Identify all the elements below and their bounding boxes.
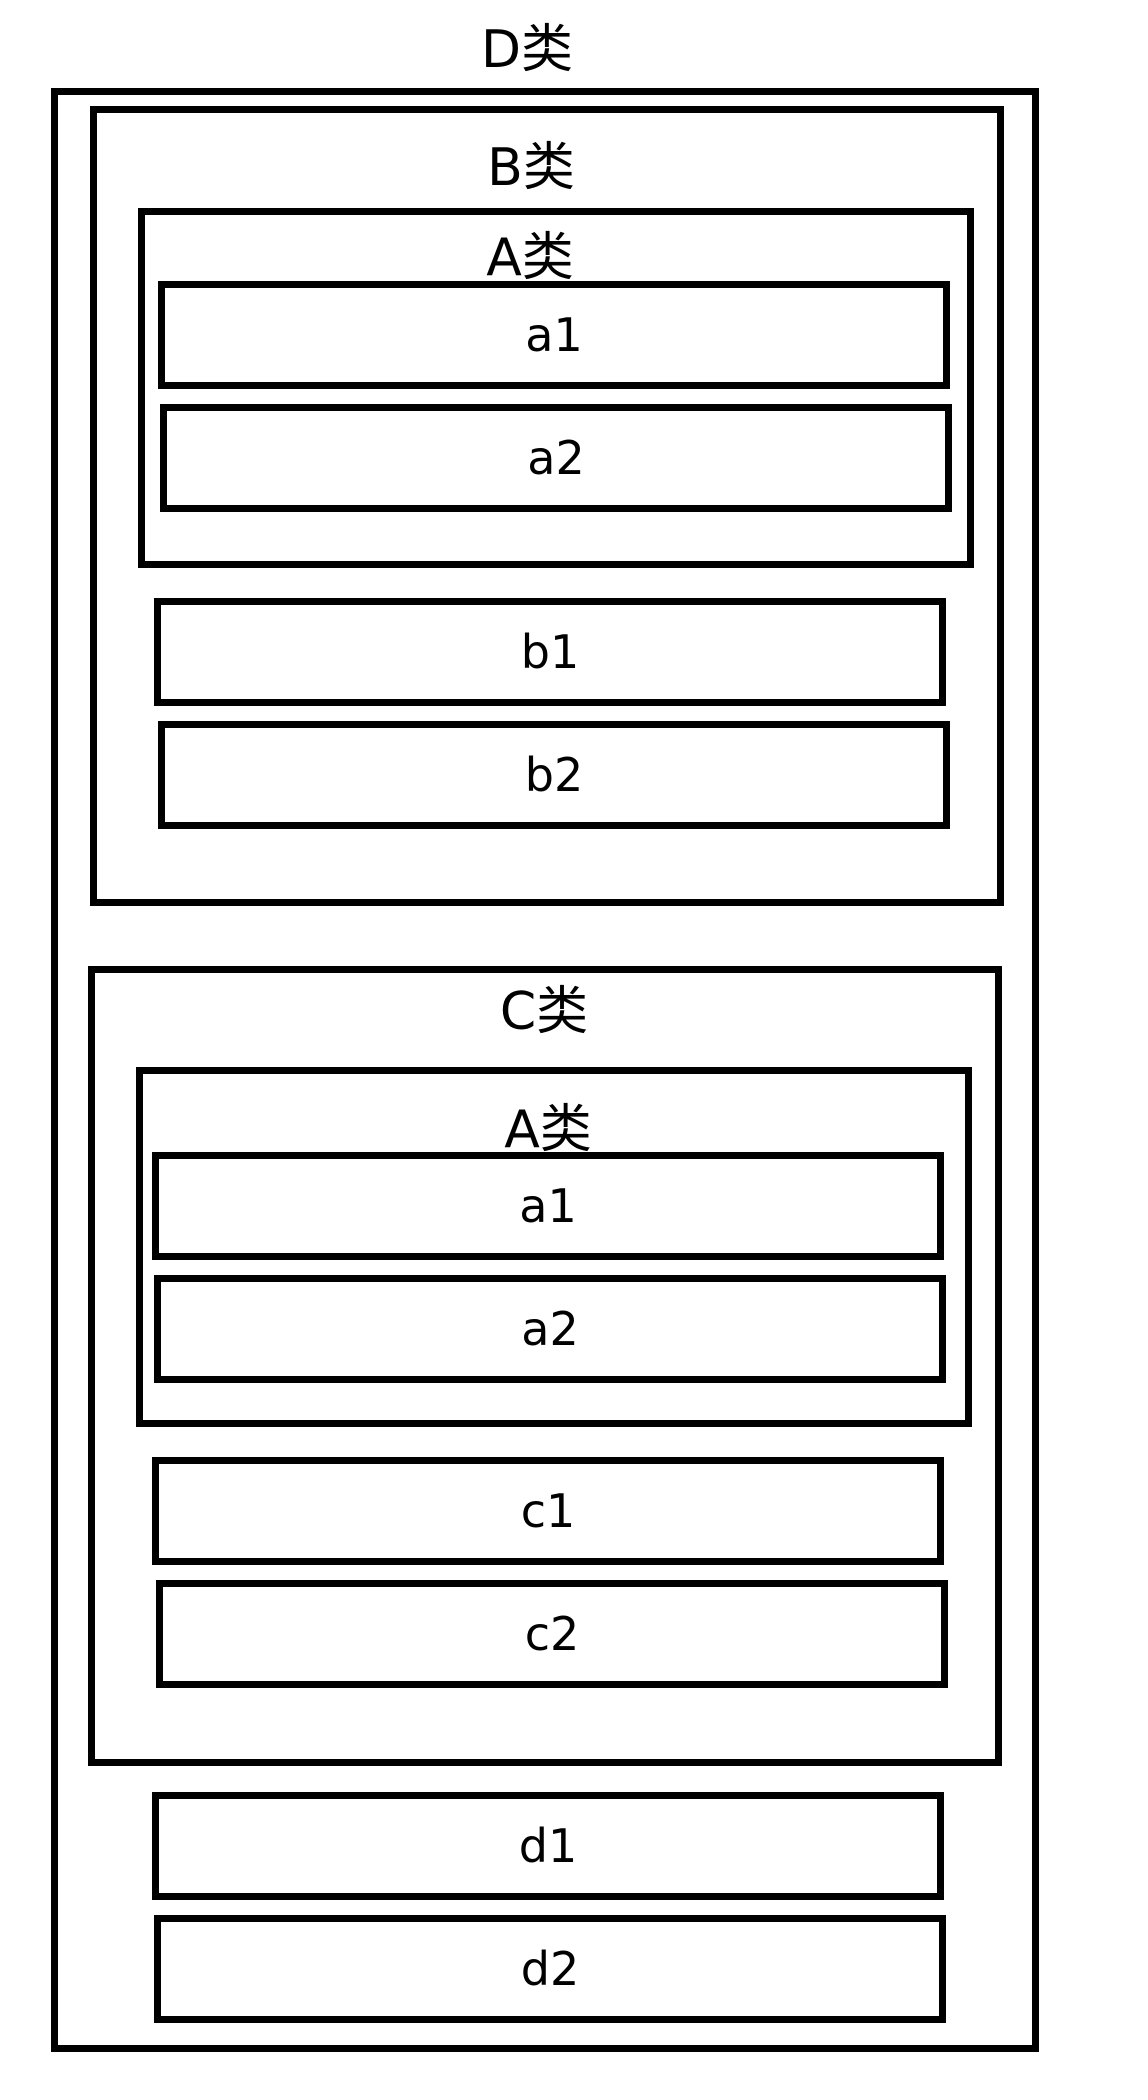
class-c-nested-a-box xyxy=(136,1067,972,1427)
field-b-a2: a2 xyxy=(160,404,952,512)
field-d1-label: d1 xyxy=(518,1819,578,1873)
class-c-label: C类 xyxy=(499,982,589,1042)
field-c-a1-label: a1 xyxy=(519,1179,577,1233)
field-b1-label: b1 xyxy=(520,625,580,679)
class-b-nested-a-box xyxy=(138,208,974,568)
field-c2: c2 xyxy=(156,1580,948,1688)
class-b-nested-a-label: A类 xyxy=(486,228,574,288)
class-d-box xyxy=(51,88,1039,2052)
field-d1: d1 xyxy=(152,1792,944,1900)
field-d2-label: d2 xyxy=(520,1942,580,1996)
field-c1: c1 xyxy=(152,1457,944,1565)
field-b2-label: b2 xyxy=(524,748,584,802)
class-c-nested-a-label: A类 xyxy=(504,1100,592,1160)
field-c2-label: c2 xyxy=(524,1607,580,1661)
field-d2: d2 xyxy=(154,1915,946,2023)
class-c-box xyxy=(88,966,1002,1766)
field-c-a2-label: a2 xyxy=(521,1302,579,1356)
class-d-label: D类 xyxy=(480,20,574,80)
field-c-a1: a1 xyxy=(152,1152,944,1260)
class-b-label: B类 xyxy=(487,138,575,198)
field-b1: b1 xyxy=(154,598,946,706)
field-b-a2-label: a2 xyxy=(527,431,585,485)
field-c1-label: c1 xyxy=(520,1484,576,1538)
field-b-a1: a1 xyxy=(158,281,950,389)
field-c-a2: a2 xyxy=(154,1275,946,1383)
class-b-box xyxy=(90,106,1004,906)
field-b-a1-label: a1 xyxy=(525,308,583,362)
field-b2: b2 xyxy=(158,721,950,829)
